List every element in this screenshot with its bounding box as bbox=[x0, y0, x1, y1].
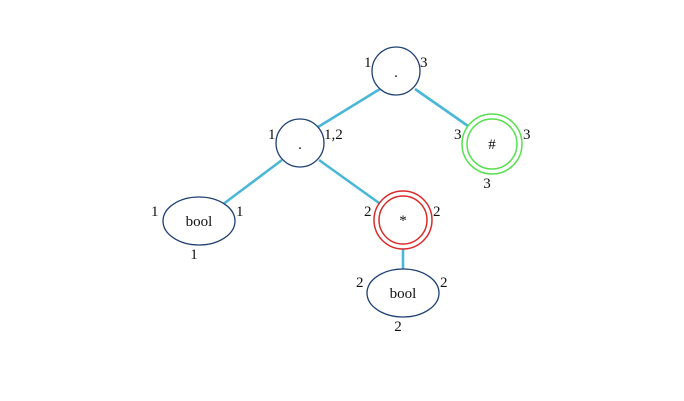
node-hash-inner-ring bbox=[466, 118, 518, 170]
node-root-right-label: 3 bbox=[420, 55, 428, 71]
node-bool-right-right-label: 2 bbox=[440, 275, 448, 291]
node-bool-right-left-label: 2 bbox=[356, 275, 364, 291]
node-root-symbol: . bbox=[394, 65, 398, 81]
node-bool-right-symbol: bool bbox=[390, 286, 417, 302]
tree-node-bool-left: bool 1 1 1 bbox=[151, 196, 244, 263]
edge-inner-to-star bbox=[318, 158, 380, 205]
tree-node-hash: # 3 3 3 bbox=[454, 113, 531, 192]
node-star-outer-ring bbox=[373, 190, 433, 250]
node-hash-right-label: 3 bbox=[523, 127, 531, 143]
tree-node-bool-right: bool 2 2 2 bbox=[356, 268, 448, 335]
tree-node-inner: . 1 1,2 bbox=[268, 118, 343, 168]
node-inner-circle bbox=[275, 118, 325, 168]
node-root-left-label: 1 bbox=[364, 55, 372, 71]
edge-root-to-inner bbox=[317, 87, 381, 129]
node-inner-left-label: 1 bbox=[268, 127, 276, 143]
node-hash-outer-ring bbox=[461, 113, 523, 175]
node-hash-bottom-label: 3 bbox=[483, 176, 491, 192]
node-bool-left-bottom-label: 1 bbox=[190, 247, 198, 263]
node-hash-symbol: # bbox=[488, 137, 496, 153]
node-hash-left-label: 3 bbox=[454, 127, 462, 143]
node-bool-left-ellipse bbox=[162, 196, 236, 246]
node-bool-right-ellipse bbox=[366, 268, 440, 318]
edge-inner-to-bool-left bbox=[221, 158, 283, 207]
node-inner-right-label: 1,2 bbox=[324, 127, 343, 143]
node-star-inner-ring bbox=[378, 195, 428, 245]
node-inner-symbol: . bbox=[298, 137, 302, 153]
tree-node-star: * 2 2 bbox=[364, 190, 441, 250]
node-star-right-label: 2 bbox=[433, 204, 441, 220]
node-bool-left-left-label: 1 bbox=[151, 204, 159, 220]
node-star-left-label: 2 bbox=[364, 204, 372, 220]
node-root-circle bbox=[371, 46, 421, 96]
node-bool-right-bottom-label: 2 bbox=[394, 319, 402, 335]
node-star-symbol: * bbox=[399, 213, 407, 229]
node-bool-left-right-label: 1 bbox=[236, 204, 244, 220]
node-bool-left-symbol: bool bbox=[186, 214, 213, 230]
tree-node-root: . 1 3 bbox=[364, 46, 428, 96]
edge-root-to-hash bbox=[414, 87, 469, 128]
